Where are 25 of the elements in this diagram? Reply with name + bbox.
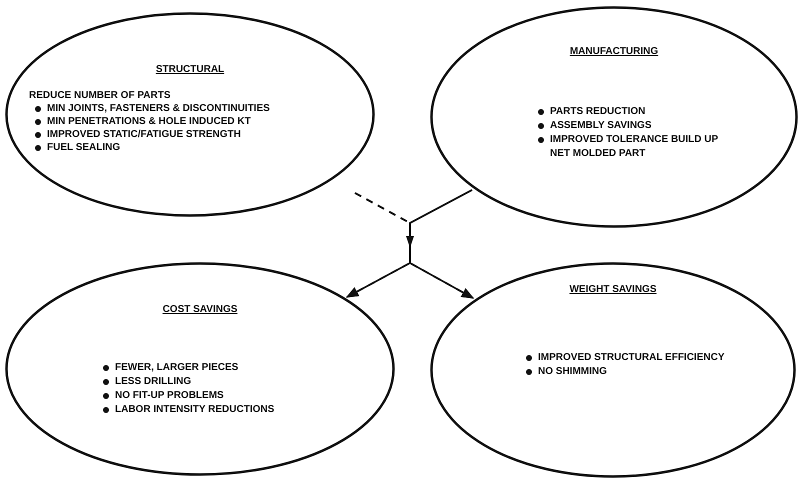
bullet-item: FEWER, LARGER PIECES xyxy=(115,362,238,374)
bullet-item: LABOR INTENSITY REDUCTIONS xyxy=(115,404,274,416)
ellipse-heading: STRUCTURAL xyxy=(154,64,226,76)
bullet-item: MIN JOINTS, FASTENERS & DISCONTINUITIES xyxy=(47,103,270,115)
bullet-item: IMPROVED TOLERANCE BUILD UP xyxy=(550,134,718,146)
ellipse-node xyxy=(5,12,375,217)
list-text: REDUCE NUMBER OF PARTS xyxy=(29,90,170,102)
ellipse-heading: COST SAVINGS xyxy=(162,304,238,316)
arrow xyxy=(409,189,474,299)
bullet-item: PARTS REDUCTION xyxy=(550,106,646,118)
ellipse-node xyxy=(430,6,798,228)
bullet-item: IMPROVED STRUCTURAL EFFICIENCY xyxy=(538,352,724,364)
bullet-item: ASSEMBLY SAVINGS xyxy=(550,120,652,132)
ellipse-node xyxy=(5,262,395,476)
bullet-item: LESS DRILLING xyxy=(115,376,192,388)
ellipse-node xyxy=(430,262,796,478)
ellipse-heading: MANUFACTURING xyxy=(568,46,660,58)
bullet-item: FUEL SEALING xyxy=(47,142,120,154)
list-text: NET MOLDED PART xyxy=(550,148,646,160)
bullet-item: IMPROVED STATIC/FATIGUE STRENGTH xyxy=(47,129,241,141)
bullet-item: NO FIT-UP PROBLEMS xyxy=(115,390,224,402)
bullet-item: MIN PENETRATIONS & HOLE INDUCED KT xyxy=(47,116,251,128)
bullet-item: NO SHIMMING xyxy=(538,366,607,378)
ellipse-heading: WEIGHT SAVINGS xyxy=(568,284,658,296)
arrowhead xyxy=(406,236,414,248)
